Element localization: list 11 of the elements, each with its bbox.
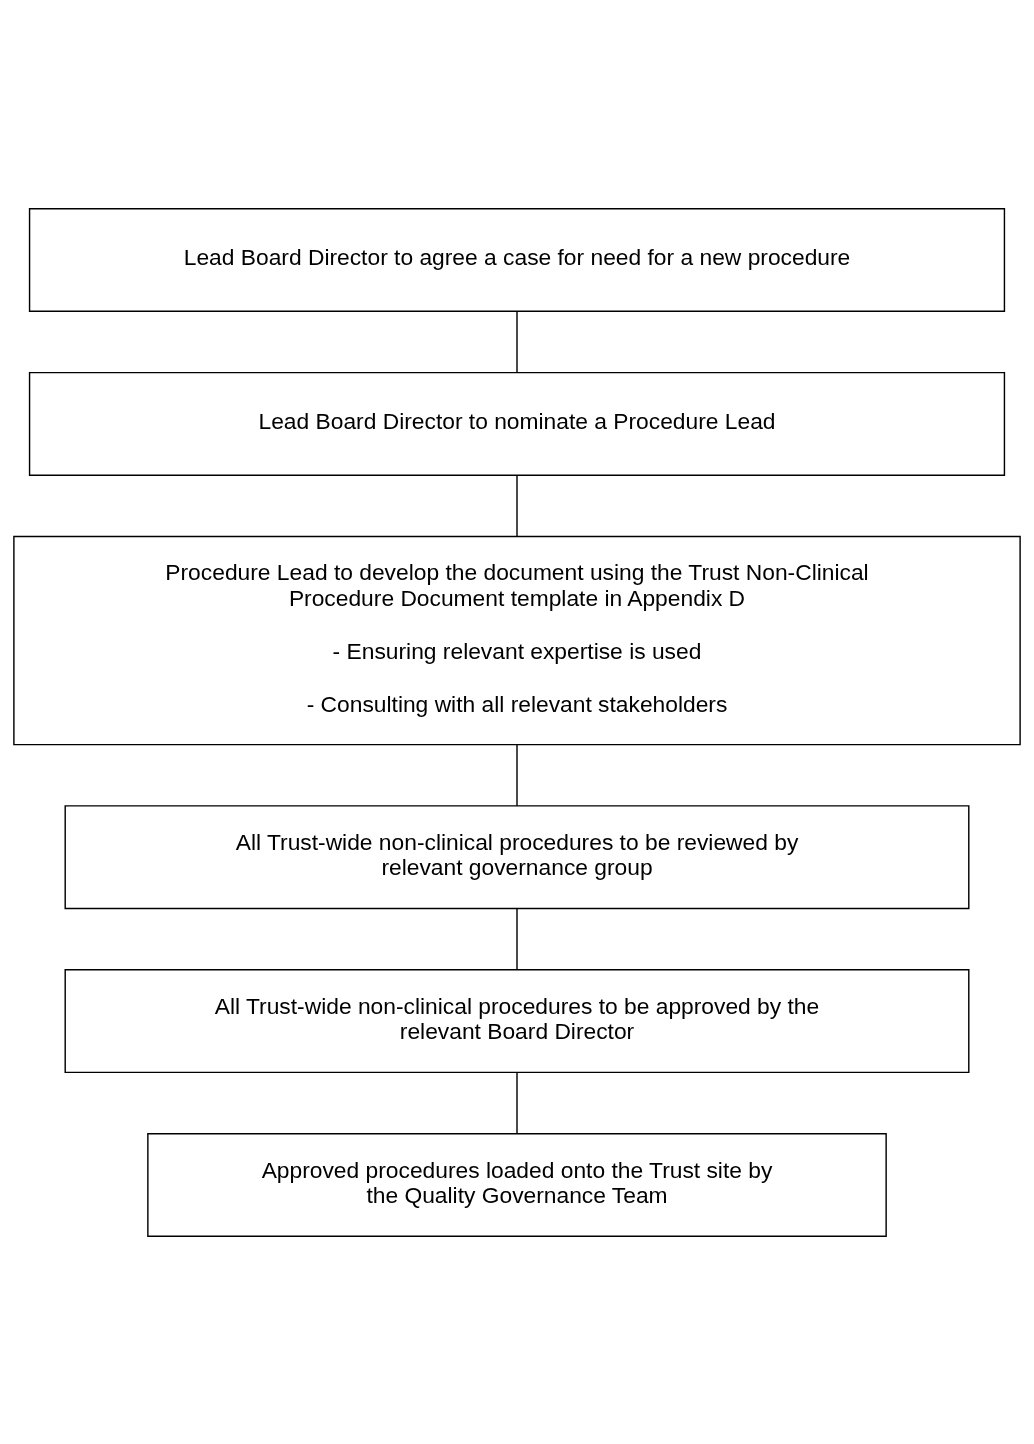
connector [516, 907, 518, 970]
node-box: Approved procedures loaded onto the Trust site by the Quality Governance Team [147, 1132, 887, 1237]
node-box: All Trust-wide non-clinical procedures to be approved by the relevant Board Director [64, 968, 970, 1073]
node-box: All Trust-wide non-clinical procedures to be reviewed by relevant governance group [64, 804, 970, 909]
node-box: Procedure Lead to develop the document using the Trust Non-Clinical Procedure Document template in Appendix D - Ensuring relevant expertise is used - Consulting with all relevant stakeholders [13, 535, 1021, 745]
node-box: Lead Board Director to nominate a Procedure Lead [28, 371, 1006, 476]
connector [516, 743, 518, 807]
connector [516, 1071, 518, 1134]
connector [516, 310, 518, 373]
connector [516, 474, 518, 537]
node-box: Lead Board Director to agree a case for need for a new procedure [28, 207, 1006, 312]
